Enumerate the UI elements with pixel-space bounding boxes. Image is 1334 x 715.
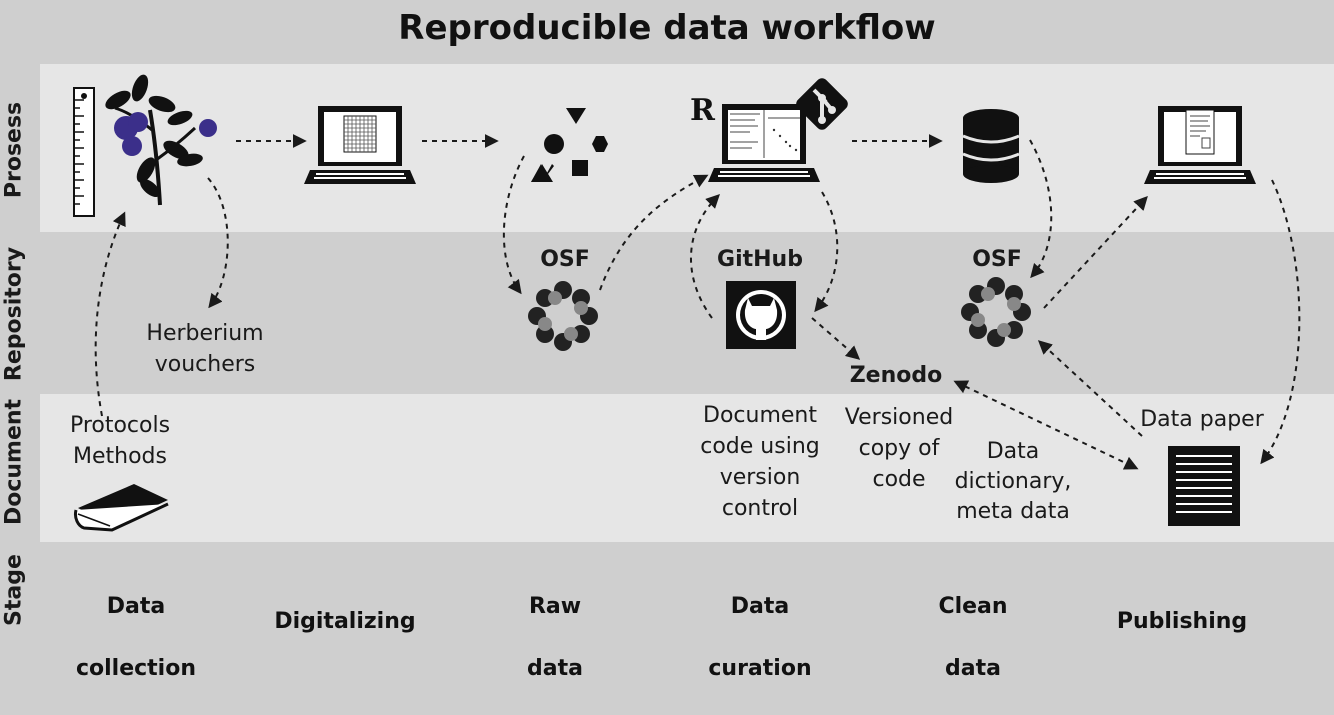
doc-code-label-line3: version (719, 465, 801, 490)
diagram-graphics: R (73, 74, 1301, 532)
doc-code-label-line4: control (721, 496, 799, 521)
osf-clean-logo-icon (961, 277, 1031, 347)
doc-code-label-line2: code using (700, 434, 820, 459)
stage-raw-data: Raw data (505, 560, 605, 715)
dictionary-label-line3: meta data (956, 499, 1070, 524)
left-margin (0, 64, 40, 634)
data-paper-document-icon (1168, 446, 1240, 526)
github-logo-icon (726, 281, 796, 349)
laptop-publishing-icon (1144, 106, 1256, 184)
protocols-label: Protocols (69, 413, 171, 438)
stage-label-line1: Data (730, 594, 790, 619)
title-band (0, 0, 1334, 64)
doc-code-label-line1: Document (703, 403, 817, 428)
versioned-label-line2: copy of (858, 436, 940, 461)
arrow-clean-to-osf (1029, 139, 1053, 279)
arrow-osf-to-curation (599, 174, 709, 291)
arrow-osf-to-publishing (1043, 195, 1148, 309)
raw-data-shapes-icon (531, 108, 608, 182)
github-label: GitHub (717, 247, 803, 272)
r-logo-icon: R (690, 93, 716, 128)
stage-data-collection: Data collection (68, 560, 204, 715)
arrow-raw-to-osf (502, 155, 525, 295)
laptop-digitalizing-icon (304, 106, 416, 184)
arrow-publishing-to-paper (1260, 179, 1301, 465)
osf-raw-logo-icon (528, 281, 598, 351)
stage-label-line1: Clean (938, 594, 1008, 619)
stage-label-line1: Digitalizing (274, 609, 416, 634)
zenodo-label: Zenodo (849, 363, 943, 388)
herbarium-label-line2: vouchers (154, 352, 256, 377)
stage-digitalizing: Digitalizing (270, 575, 420, 668)
stage-label-line2: curation (708, 656, 812, 681)
versioned-label-line3: code (872, 467, 926, 492)
stage-label-line2: data (527, 656, 583, 681)
stage-label-line1: Data (106, 594, 166, 619)
database-icon (962, 109, 1020, 183)
workflow-diagram: Reproducible data workflow Prosess Repos… (0, 0, 1334, 681)
prosess-band (0, 64, 1334, 232)
arrow-paper-to-osf (1037, 340, 1143, 437)
stage-clean-data: Clean data (920, 560, 1026, 715)
stage-band (0, 542, 1334, 634)
ruler-icon (73, 87, 95, 217)
book-icon (74, 484, 169, 532)
diagram-title: Reproducible data workflow (398, 8, 936, 48)
dictionary-label-line2: dictionary, (954, 469, 1072, 494)
git-logo-icon (796, 78, 848, 130)
repository-band (0, 232, 1334, 394)
versioned-label-line1: Versioned (844, 405, 954, 430)
stage-label-line1: Publishing (1116, 609, 1248, 634)
plant-specimen-icon (105, 74, 217, 206)
arrow-protocols-to-collection (94, 211, 126, 417)
arrow-github-to-zenodo (811, 317, 861, 360)
arrow-plant-to-vouchers (207, 177, 229, 309)
methods-label: Methods (73, 444, 167, 469)
stage-label-line2: collection (75, 656, 197, 681)
bidirectional-arrow (953, 380, 1139, 470)
data-paper-label: Data paper (1140, 407, 1264, 432)
arrow-curation-to-github (814, 191, 839, 313)
osf-clean-label: OSF (972, 247, 1022, 272)
herbarium-label-line1: Herberium (146, 321, 264, 346)
stage-data-curation: Data curation (696, 560, 824, 715)
stage-label-line2: data (945, 656, 1001, 681)
stage-publishing: Publishing (1112, 575, 1252, 668)
dictionary-label-line1: Data (986, 439, 1040, 464)
laptop-curation-icon (708, 104, 820, 182)
stage-label-line1: Raw (528, 594, 582, 619)
osf-raw-label: OSF (540, 247, 590, 272)
arrow-zenodo-paper (953, 380, 1139, 470)
